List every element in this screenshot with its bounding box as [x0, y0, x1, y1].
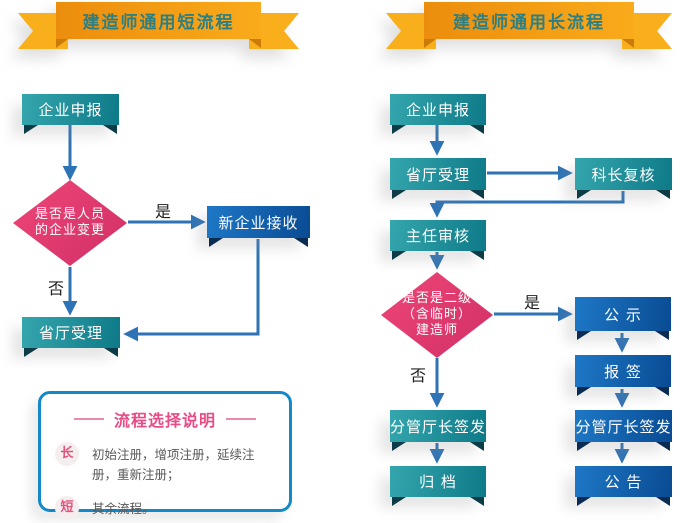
ribbon-fold-left-icon	[424, 39, 436, 48]
short-flow-banner: 建造师通用短流程	[18, 2, 299, 52]
legend-item-short: 短 其余流程。	[41, 496, 289, 520]
short-decision-line1: 是否是人员	[34, 207, 105, 222]
long-label-yes: 是	[524, 293, 541, 312]
short-label-yes: 是	[155, 202, 172, 221]
legend-title-dash-right	[226, 418, 256, 420]
legend-badge-short: 短	[55, 496, 79, 520]
long-node-deputy-director-issue-left: 分管厅长签发	[390, 410, 486, 442]
connector-short-xinqiye-to-shengting	[123, 239, 260, 342]
long-node-announcement: 公 告	[575, 466, 672, 497]
long-flow-banner-title: 建造师通用长流程	[424, 2, 634, 39]
legend-text-short: 其余流程。	[92, 501, 155, 516]
long-node-public-notice: 公 示	[575, 297, 671, 331]
short-label-no: 否	[48, 279, 65, 298]
long-node-enterprise-declaration: 企业申报	[390, 94, 486, 125]
long-label-no: 否	[410, 366, 427, 385]
short-node-enterprise-declaration: 企业申报	[22, 94, 119, 125]
long-node-provincial-acceptance: 省厅受理	[390, 158, 486, 190]
legend-title-dash-left	[73, 418, 104, 420]
long-node-deputy-director-issue-right: 分管厅长签发	[575, 410, 672, 442]
legend-item-long: 长 初始注册，增项注册，延续注册，重新注册；	[41, 442, 289, 485]
legend-badge-long: 长	[55, 442, 79, 466]
long-decision-line1: 是否是二级	[401, 291, 472, 306]
long-node-archive: 归 档	[390, 466, 486, 497]
long-node-section-chief-review: 科长复核	[575, 158, 672, 190]
legend-title: 流程选择说明	[113, 411, 216, 430]
long-node-director-review: 主任审核	[390, 220, 486, 251]
long-decision-line2: （含临时）	[401, 307, 472, 322]
ribbon-fold-right-icon	[249, 39, 261, 48]
legend-box: 流程选择说明 长 初始注册，增项注册，延续注册，重新注册； 短 其余流程。	[38, 391, 292, 520]
short-decision-line2: 的企业变更	[34, 223, 105, 238]
legend-text-long: 初始注册，增项注册，延续注册，重新注册；	[92, 447, 255, 482]
long-decision-line3: 建造师	[415, 323, 458, 338]
long-decision-level2-builder: 是否是二级 （含临时） 建造师	[381, 272, 493, 358]
connector-long-kezhang-to-zhuren	[429, 191, 625, 218]
long-node-report-sign: 报 签	[575, 355, 671, 387]
ribbon-fold-right-icon	[622, 39, 634, 48]
short-flow-banner-title: 建造师通用短流程	[56, 2, 261, 39]
long-flow-banner: 建造师通用长流程	[386, 2, 672, 52]
short-node-new-enterprise-receive: 新企业接收	[207, 206, 310, 238]
ribbon-fold-left-icon	[56, 39, 68, 48]
short-decision-personnel-change: 是否是人员 的企业变更	[13, 180, 127, 266]
short-node-provincial-acceptance: 省厅受理	[22, 317, 120, 348]
